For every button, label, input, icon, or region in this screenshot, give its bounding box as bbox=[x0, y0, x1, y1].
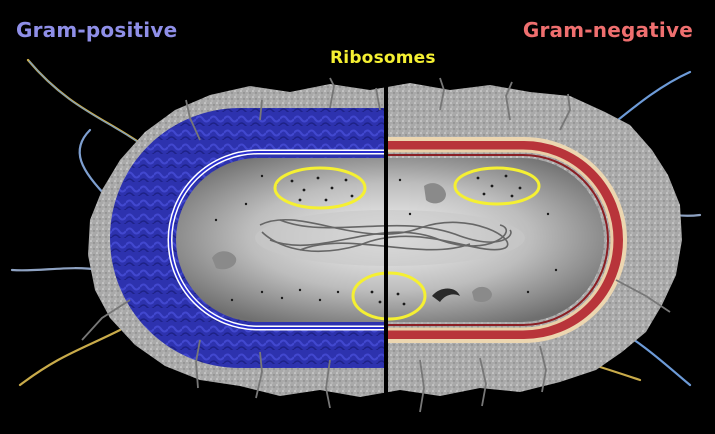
pilus-icon bbox=[439, 77, 445, 111]
pilus-icon bbox=[559, 93, 571, 131]
pilus-icon bbox=[375, 87, 381, 111]
inclusion-body bbox=[432, 288, 460, 302]
pilus-icon bbox=[325, 359, 331, 409]
gram-negative-wall bbox=[386, 137, 627, 343]
inclusion-body bbox=[212, 251, 237, 270]
flagellum-icon bbox=[18, 328, 122, 387]
pilus-icon bbox=[81, 299, 131, 341]
ribosome-icon bbox=[290, 179, 294, 183]
flagellum-icon bbox=[10, 267, 102, 272]
gram-positive-label: Gram-positive bbox=[16, 18, 178, 42]
inclusion-body bbox=[472, 286, 492, 302]
highlight-ring-left bbox=[273, 166, 367, 210]
pilus-icon bbox=[505, 81, 513, 121]
ribosome-highlights bbox=[273, 166, 541, 321]
pilus-icon bbox=[419, 359, 425, 413]
pilus-icon bbox=[185, 99, 201, 141]
pilus-icon bbox=[329, 77, 335, 109]
flagellum-icon bbox=[26, 58, 152, 152]
pilus-icon bbox=[615, 279, 671, 313]
nucleoid-icon bbox=[255, 210, 525, 266]
highlight-ring-bottom bbox=[351, 271, 427, 321]
highlight-ring-right bbox=[453, 166, 541, 206]
ribosomes-label: Ribosomes bbox=[330, 48, 436, 68]
pilus-icon bbox=[195, 339, 201, 389]
pilus-icon bbox=[479, 357, 487, 407]
gram-negative-label: Gram-negative bbox=[522, 18, 693, 42]
inclusion-body bbox=[424, 183, 446, 204]
pilus-icon bbox=[539, 345, 547, 393]
divider-line bbox=[384, 86, 388, 434]
pilus-icon bbox=[259, 99, 263, 121]
pili bbox=[81, 77, 671, 413]
pilus-icon bbox=[255, 351, 263, 399]
